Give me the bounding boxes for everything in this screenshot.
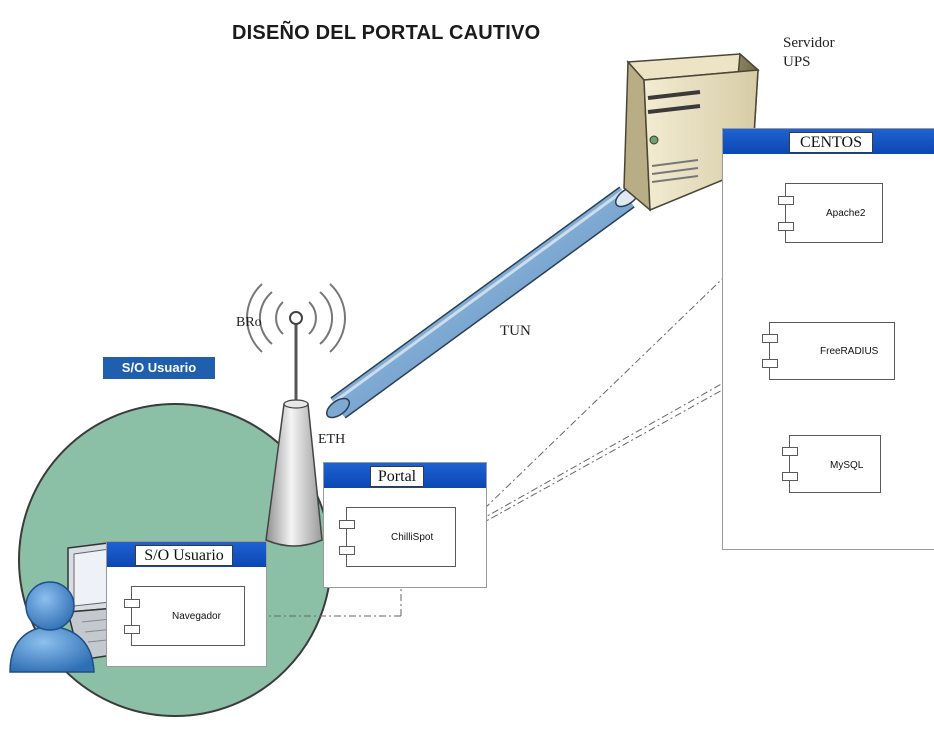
component-apache2-tab-bottom <box>778 222 794 231</box>
connector-chillispot-freeradius <box>451 367 763 541</box>
component-chillispot: ChilliSpot <box>339 507 456 567</box>
component-freeradius-tab-top <box>762 334 778 343</box>
component-apache2: Apache2 <box>778 183 883 243</box>
bro-label: BRo <box>236 315 262 330</box>
component-navegador-tab-bottom <box>124 625 140 634</box>
component-freeradius-tab-bottom <box>762 359 778 368</box>
diagram-title: DISEÑO DEL PORTAL CAUTIVO <box>232 22 541 44</box>
component-freeradius-label: FreeRADIUS <box>820 346 879 357</box>
server-label: Servidor UPS <box>783 34 835 72</box>
component-freeradius: FreeRADIUS <box>762 322 895 380</box>
eth-label: ETH <box>318 432 346 447</box>
component-mysql: MySQL <box>782 435 881 493</box>
so-usuario-package: S/O Usuario Navegador <box>106 541 267 667</box>
server-label-line1: Servidor <box>783 35 835 51</box>
so-usuario-package-title: S/O Usuario <box>135 545 233 566</box>
centos-package: CENTOS Apache2 FreeRADIUS MySQL <box>722 128 934 550</box>
component-mysql-tab-bottom <box>782 472 798 481</box>
portal-package: Portal ChilliSpot <box>323 462 487 588</box>
access-point-antenna <box>245 283 347 547</box>
user-person-icon <box>9 581 95 673</box>
connector-chillispot-freeradius-2 <box>465 359 765 529</box>
component-chillispot-tab-top <box>339 520 355 529</box>
centos-package-title: CENTOS <box>789 132 873 153</box>
tun-label: TUN <box>500 323 531 339</box>
so-usuario-badge: S/O Usuario <box>103 357 215 379</box>
component-chillispot-tab-bottom <box>339 546 355 555</box>
component-mysql-label: MySQL <box>830 460 864 471</box>
component-navegador-tab-top <box>124 599 140 608</box>
component-chillispot-label: ChilliSpot <box>391 532 434 543</box>
wifi-signal-icon <box>245 283 347 353</box>
portal-package-title: Portal <box>370 466 424 487</box>
component-apache2-label: Apache2 <box>826 208 866 219</box>
component-apache2-tab-top <box>778 196 794 205</box>
component-mysql-tab-top <box>782 447 798 456</box>
server-label-line2: UPS <box>783 54 811 70</box>
component-navegador: Navegador <box>124 586 245 646</box>
tun-tunnel <box>325 186 640 419</box>
component-navegador-label: Navegador <box>172 611 221 622</box>
